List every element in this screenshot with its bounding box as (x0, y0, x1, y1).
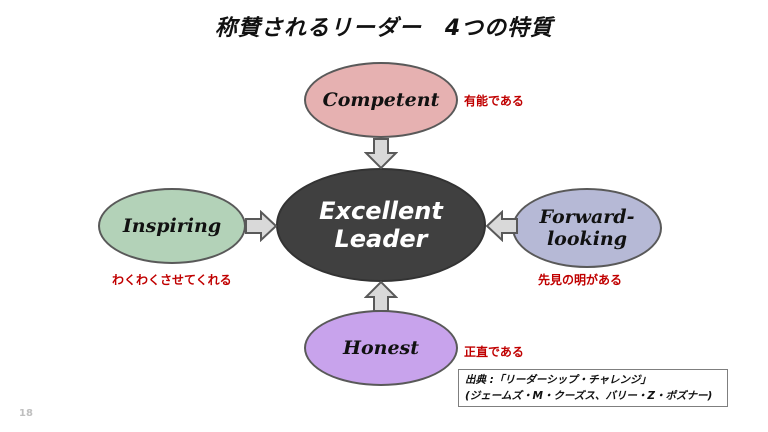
page-number: 18 (19, 408, 33, 419)
source-line1: 出典 :「リーダーシップ・チャレンジ」 (465, 374, 652, 386)
trait-forward-line2: looking (546, 228, 628, 250)
source-citation-box: 出典 :「リーダーシップ・チャレンジ」 (ジェームズ・M・クーズス、バリー・Z・… (458, 369, 728, 407)
arrow-right-icon (245, 210, 278, 242)
slide-title: 称賛されるリーダー 4つの特質 (214, 16, 554, 41)
trait-inspiring-label: Inspiring (122, 215, 222, 237)
trait-honest-label: Honest (343, 337, 419, 359)
trait-honest-jp: 正直である (464, 345, 524, 359)
trait-competent-ellipse: Competent (304, 62, 458, 138)
center-line1: Excellent (319, 197, 443, 225)
trait-forward-looking-jp: 先見の明がある (538, 273, 623, 287)
trait-forward-line1: Forward- (539, 206, 635, 228)
trait-inspiring-ellipse: Inspiring (98, 188, 246, 264)
trait-forward-looking-ellipse: Forward- looking (512, 188, 662, 268)
trait-competent-jp: 有能である (464, 94, 524, 108)
arrow-down-icon (364, 138, 398, 170)
center-label: Excellent Leader (319, 197, 443, 253)
center-excellent-leader-ellipse: Excellent Leader (276, 168, 486, 282)
trait-inspiring-jp: わくわくさせてくれる (112, 273, 232, 287)
trait-forward-looking-label: Forward- looking (540, 206, 635, 250)
arrow-up-icon (364, 280, 398, 312)
trait-honest-ellipse: Honest (304, 310, 458, 386)
trait-competent-label: Competent (322, 89, 440, 111)
center-line2: Leader (334, 225, 428, 253)
arrow-left-icon (485, 210, 518, 242)
source-line2: (ジェームズ・M・クーズス、バリー・Z・ポズナー) (465, 390, 713, 402)
